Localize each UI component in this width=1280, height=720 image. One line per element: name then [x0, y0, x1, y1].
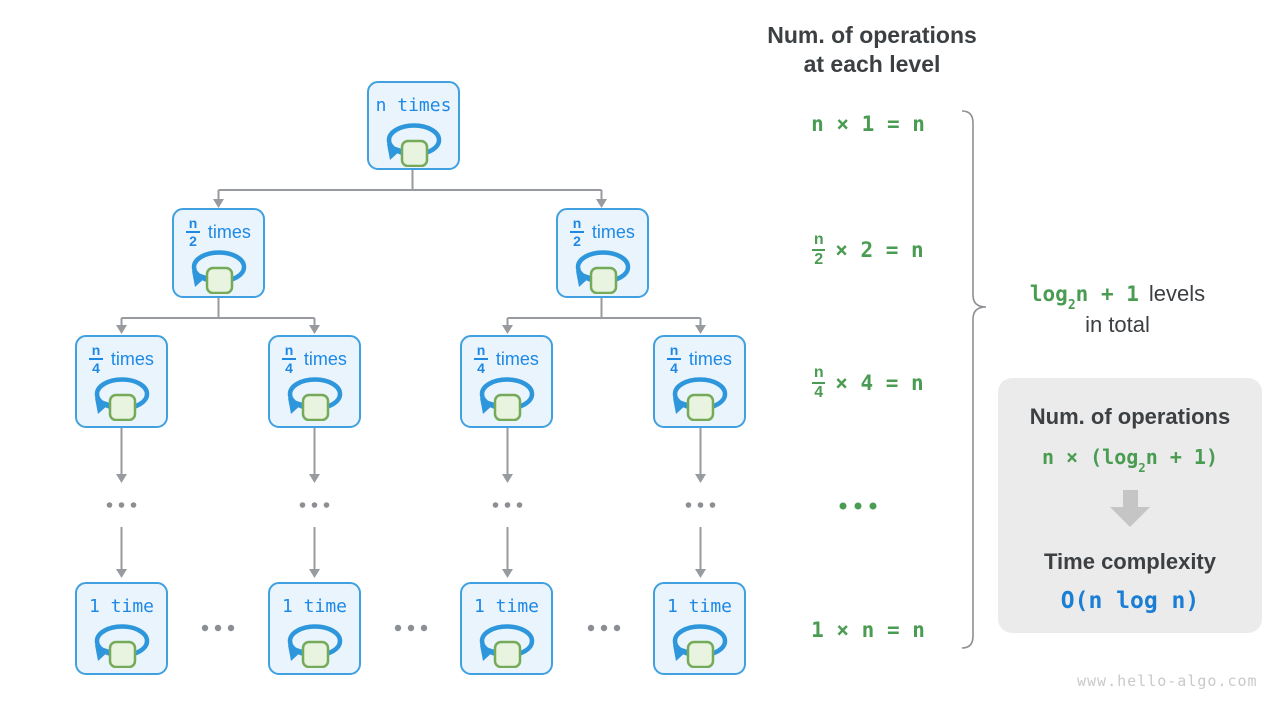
- node-label: 1 time: [88, 595, 155, 617]
- node-label: 1 time: [473, 595, 540, 617]
- green-ellipsis-dots: [839, 502, 877, 510]
- operations-row-1: n × 1 = n: [811, 112, 925, 136]
- loop-icon: [574, 248, 632, 294]
- loop-icon: [671, 622, 729, 668]
- operations-header-line2: at each level: [803, 51, 941, 77]
- node-label: times: [207, 221, 251, 242]
- summary-title-complexity: Time complexity: [1044, 549, 1216, 574]
- node-label: times: [303, 348, 347, 369]
- operations-header: Num. of operations at each level: [762, 21, 982, 79]
- node-label: times: [110, 348, 154, 369]
- summary-title-operations: Num. of operations: [1029, 404, 1231, 429]
- down-arrow-icon: [1122, 490, 1138, 507]
- operations-header-line1: Num. of operations: [767, 22, 977, 48]
- loop-icon: [286, 375, 344, 421]
- node-label: 1 time: [281, 595, 348, 617]
- node-label: 1 time: [666, 595, 733, 617]
- brace: [961, 110, 987, 649]
- loop-icon: [478, 622, 536, 668]
- summary-complexity-formula: O(n log n): [1060, 588, 1200, 614]
- loop-icon: [286, 622, 344, 668]
- loop-icon: [190, 248, 248, 294]
- tree-node-root: n times: [367, 81, 460, 170]
- levels-formula: log2n + 1: [1029, 282, 1139, 314]
- tree-node-leaf-1: 1 time: [75, 582, 168, 675]
- summary-box: Num. of operations n × (log2n + 1) Time …: [998, 378, 1262, 633]
- loop-icon: [93, 375, 151, 421]
- loop-icon: [385, 121, 443, 167]
- tree-node-leaf-4: 1 time: [653, 582, 746, 675]
- loop-icon: [671, 375, 729, 421]
- watermark: www.hello-algo.com: [1077, 672, 1258, 690]
- node-label: times: [591, 221, 635, 242]
- tree-node-leaf-2: 1 time: [268, 582, 361, 675]
- down-arrow-icon: [1110, 507, 1150, 527]
- summary-operations-formula: n × (log2n + 1): [1041, 445, 1219, 475]
- loop-icon: [478, 375, 536, 421]
- operations-row-5: 1 × n = n: [811, 618, 925, 642]
- connector-arrowheads: [116, 199, 706, 578]
- loop-icon: [93, 622, 151, 668]
- node-label: times: [688, 348, 732, 369]
- ellipsis-dots: [106, 502, 716, 632]
- tree-node-leaf-3: 1 time: [460, 582, 553, 675]
- node-label: n times: [375, 94, 452, 116]
- node-label: times: [495, 348, 539, 369]
